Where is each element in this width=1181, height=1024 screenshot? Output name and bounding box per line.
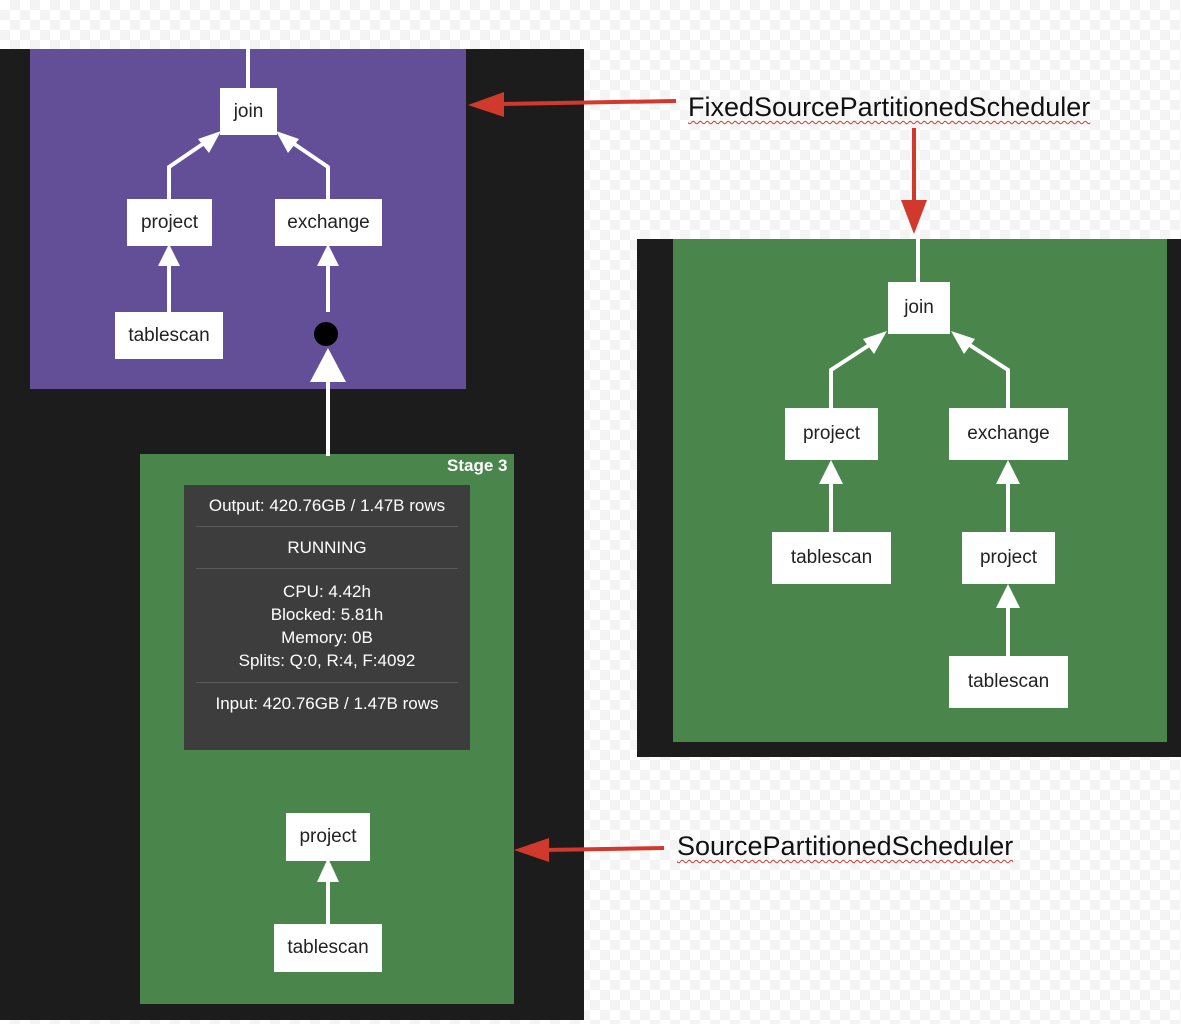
resource-stats: CPU: 4.42h Blocked: 5.81h Memory: 0B Spl… [196, 568, 458, 682]
output-stat: Output: 420.76GB / 1.47B rows [208, 496, 446, 515]
project-label: project [802, 423, 861, 444]
splits-stat: Splits: Q:0, R:4, F:4092 [238, 651, 416, 670]
project-node: project [127, 199, 212, 246]
join-node: join [220, 88, 277, 135]
tablescan-label: tablescan [790, 547, 873, 568]
exchange-label: exchange [967, 423, 1050, 444]
project-label: project [979, 547, 1038, 568]
exchange-label: exchange [287, 211, 370, 233]
tablescan-label: tablescan [967, 671, 1050, 692]
right-edges [829, 239, 1010, 656]
state-stat: RUNNING [196, 526, 458, 568]
stage-3-label: Stage 3 [447, 456, 508, 475]
project-label: project [299, 826, 357, 847]
join-label: join [904, 297, 934, 318]
cpu-stat: CPU: 4.42h [283, 582, 371, 601]
right-arrowheads [819, 331, 1020, 608]
right-tablescan-node: tablescan [772, 532, 891, 584]
input-stat: Input: 420.76GB / 1.47B rows [196, 682, 458, 724]
blocked-stat: Blocked: 5.81h [270, 605, 384, 624]
tablescan-label: tablescan [287, 937, 369, 958]
right-join-node: join [888, 282, 950, 334]
tablescan-node: tablescan [115, 312, 223, 359]
fixed-scheduler-callout: FixedSourcePartitionedScheduler [688, 92, 1091, 122]
source-scheduler-callout: SourcePartitionedScheduler [677, 831, 1014, 861]
left-arrowheads [158, 131, 346, 382]
stage3-arrowhead [317, 858, 339, 882]
join-label: join [233, 100, 264, 122]
left-edges [167, 49, 330, 456]
right-exchange-node: exchange [949, 408, 1068, 460]
tablescan-label: tablescan [128, 324, 210, 346]
exchange-node: exchange [275, 199, 382, 246]
right-inner-project-node: project [962, 532, 1055, 584]
stage-stats-panel: Output: 420.76GB / 1.47B rows RUNNING CP… [184, 485, 470, 750]
exchange-connector-dot [314, 322, 338, 346]
right-project-node: project [785, 408, 878, 460]
memory-stat: Memory: 0B [281, 628, 373, 647]
annotation-arrows [468, 92, 927, 862]
project-label: project [140, 211, 199, 233]
stage3-project-node: project [286, 813, 370, 861]
right-inner-tablescan-node: tablescan [949, 656, 1068, 708]
stage3-tablescan-node: tablescan [274, 924, 382, 972]
